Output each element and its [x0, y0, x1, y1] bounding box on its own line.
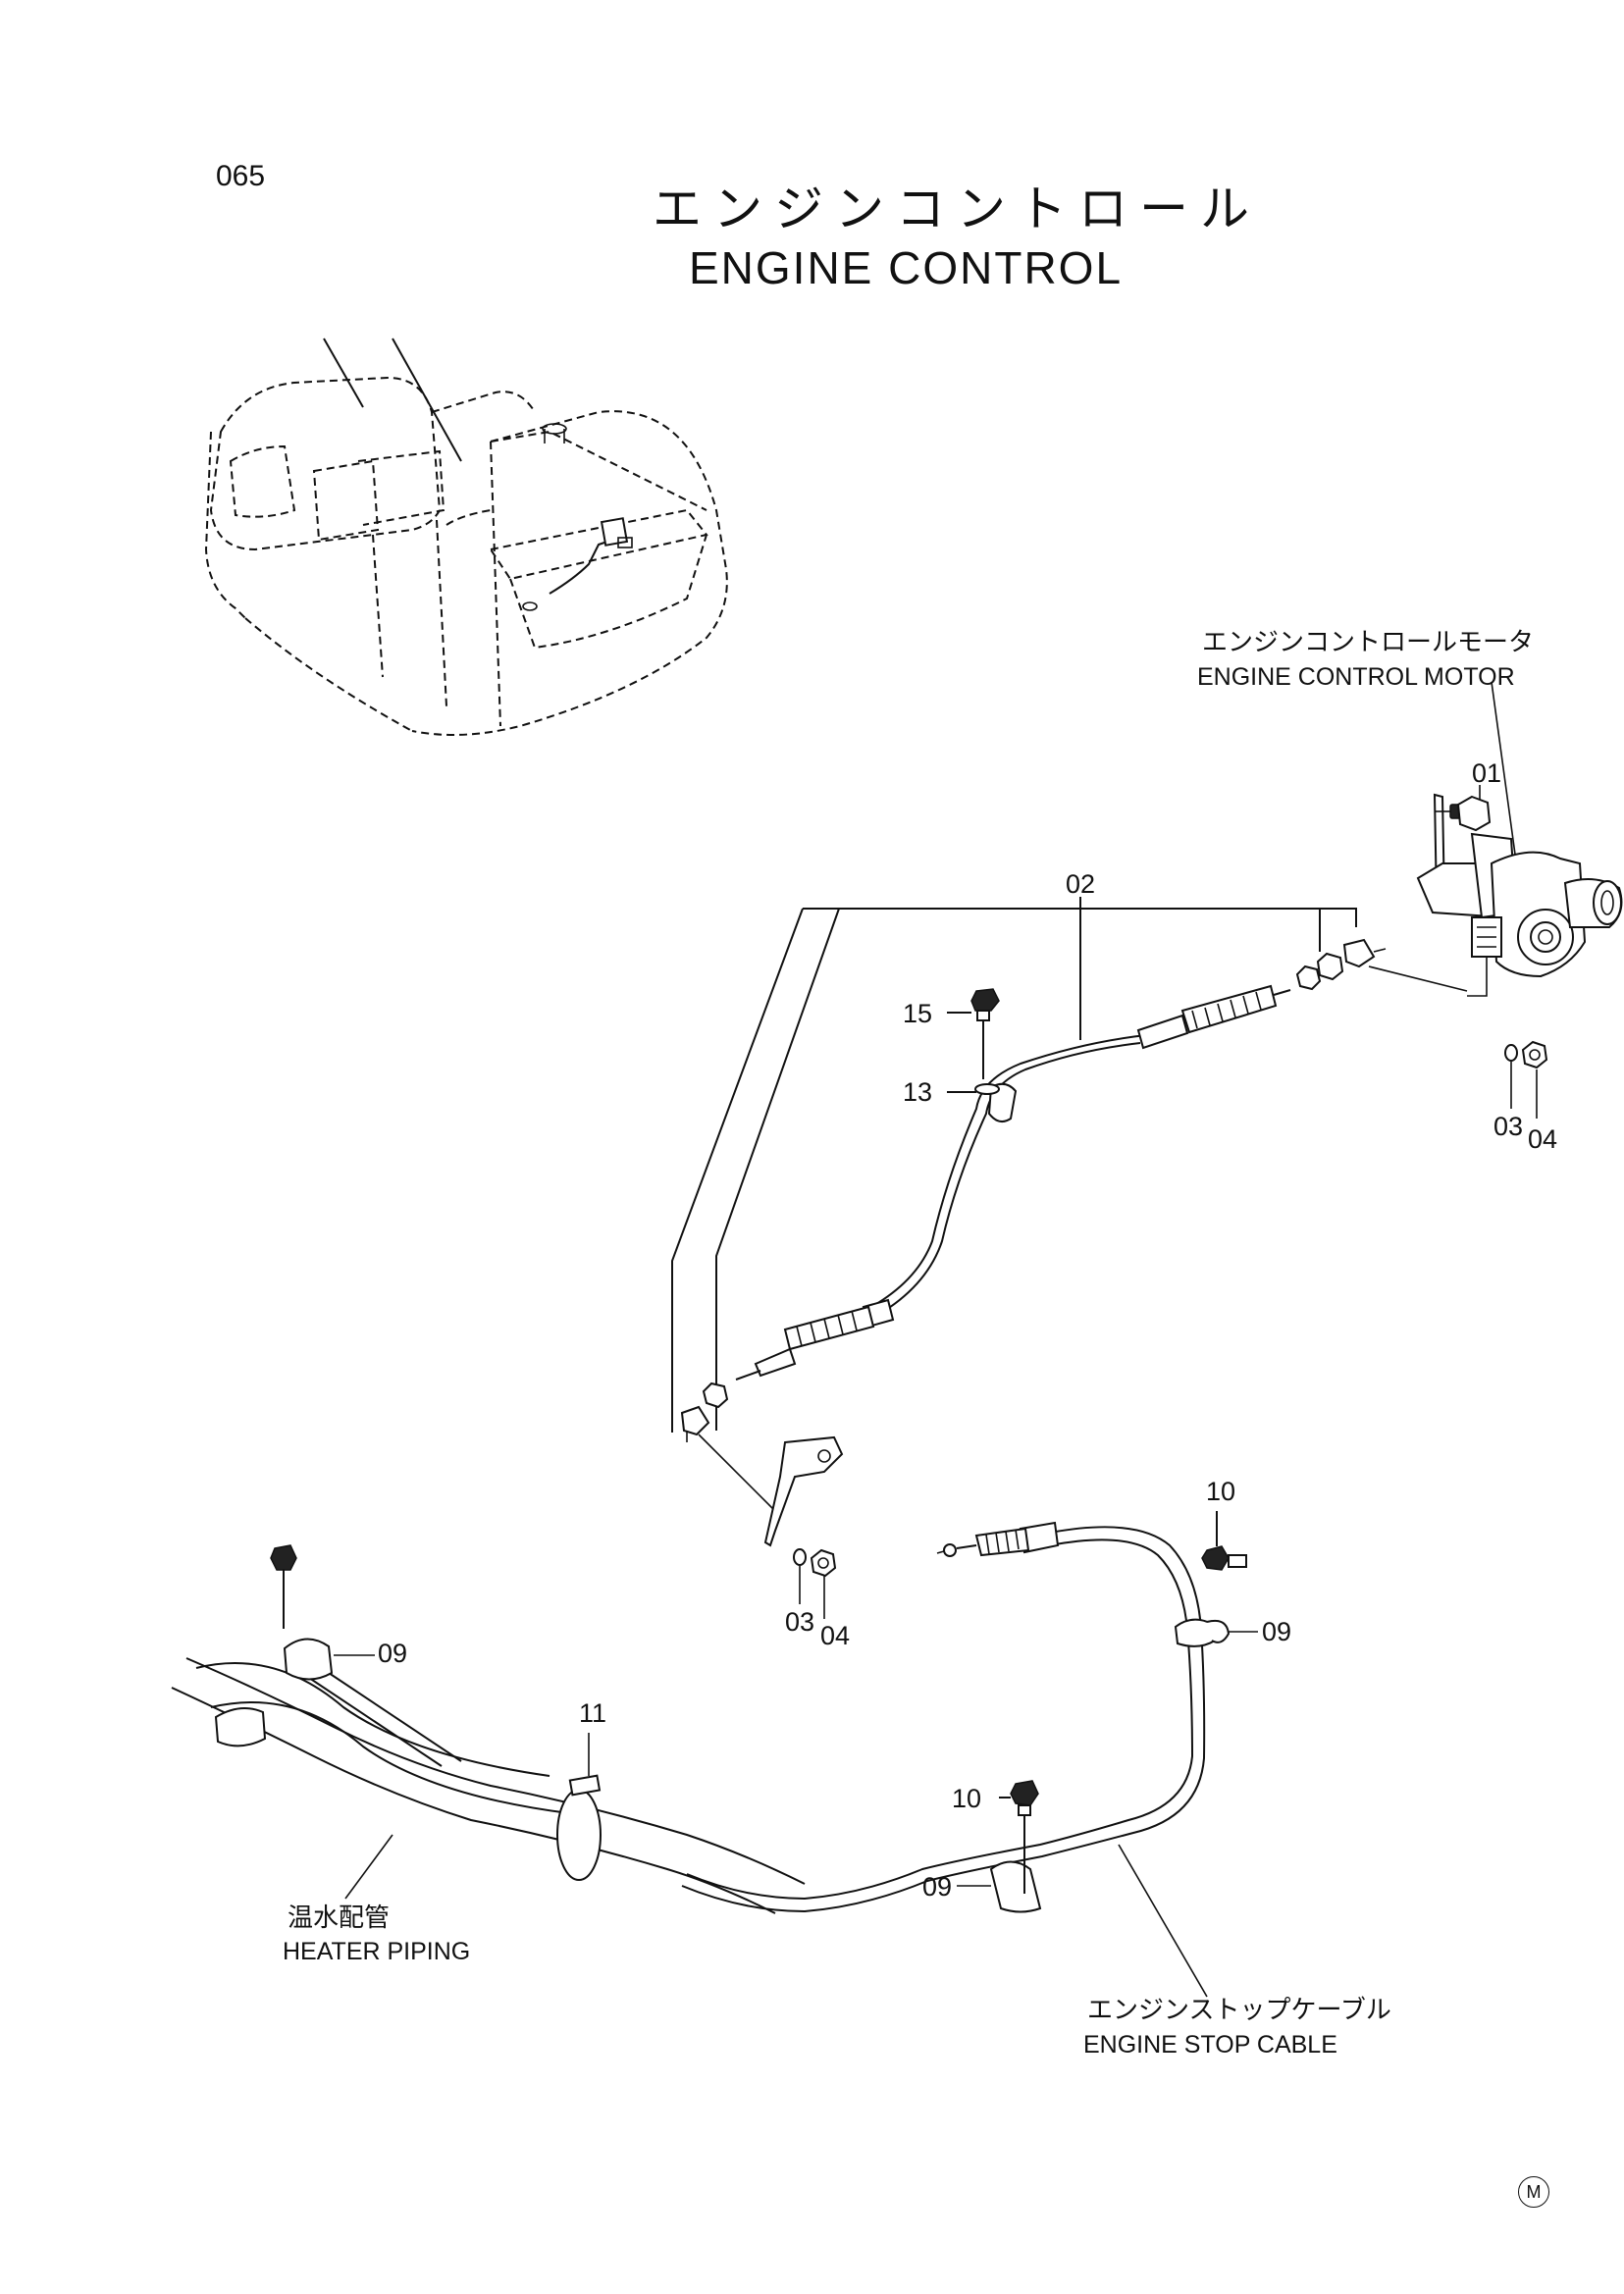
callout-10-upper: 10 — [1206, 1477, 1236, 1506]
callout-01: 01 — [1472, 758, 1502, 788]
callout-04-lever: 04 — [820, 1621, 851, 1650]
callout-09-left: 09 — [378, 1639, 408, 1668]
callout-03-lever: 03 — [785, 1607, 815, 1637]
engine-stop-cable — [681, 1511, 1258, 1998]
page-number: 065 — [216, 160, 266, 192]
callout-04-motor: 04 — [1528, 1124, 1558, 1154]
title-english: ENGINE CONTROL — [689, 242, 1124, 293]
callout-15: 15 — [903, 999, 933, 1028]
heater-label-en: HEATER PIPING — [283, 1938, 471, 1965]
callout-10-lower: 10 — [952, 1784, 982, 1813]
stop-cable-label-en: ENGINE STOP CABLE — [1083, 2031, 1337, 2059]
callout-13: 13 — [903, 1077, 933, 1107]
callout-02: 02 — [1066, 869, 1096, 899]
title-japanese: エンジンコントロール — [653, 181, 1261, 237]
callout-03-motor: 03 — [1493, 1112, 1524, 1141]
heater-label-jp: 温水配管 — [288, 1903, 391, 1933]
callout-11: 11 — [579, 1698, 607, 1728]
callout-09-right: 09 — [1262, 1617, 1292, 1646]
stop-cable-label-jp: エンジンストップケーブル — [1087, 1996, 1391, 2025]
engine-control-cable — [680, 938, 1468, 1619]
motor-label-jp: エンジンコントロールモータ — [1202, 628, 1535, 657]
manufacturer-mark: M — [1518, 2176, 1549, 2208]
heater-piping — [171, 1544, 806, 1914]
callout-02-leader — [671, 897, 1357, 1433]
motor-label-en: ENGINE CONTROL MOTOR — [1197, 663, 1515, 691]
engine-control-motor — [1416, 681, 1623, 1119]
excavator-overview — [204, 338, 728, 736]
